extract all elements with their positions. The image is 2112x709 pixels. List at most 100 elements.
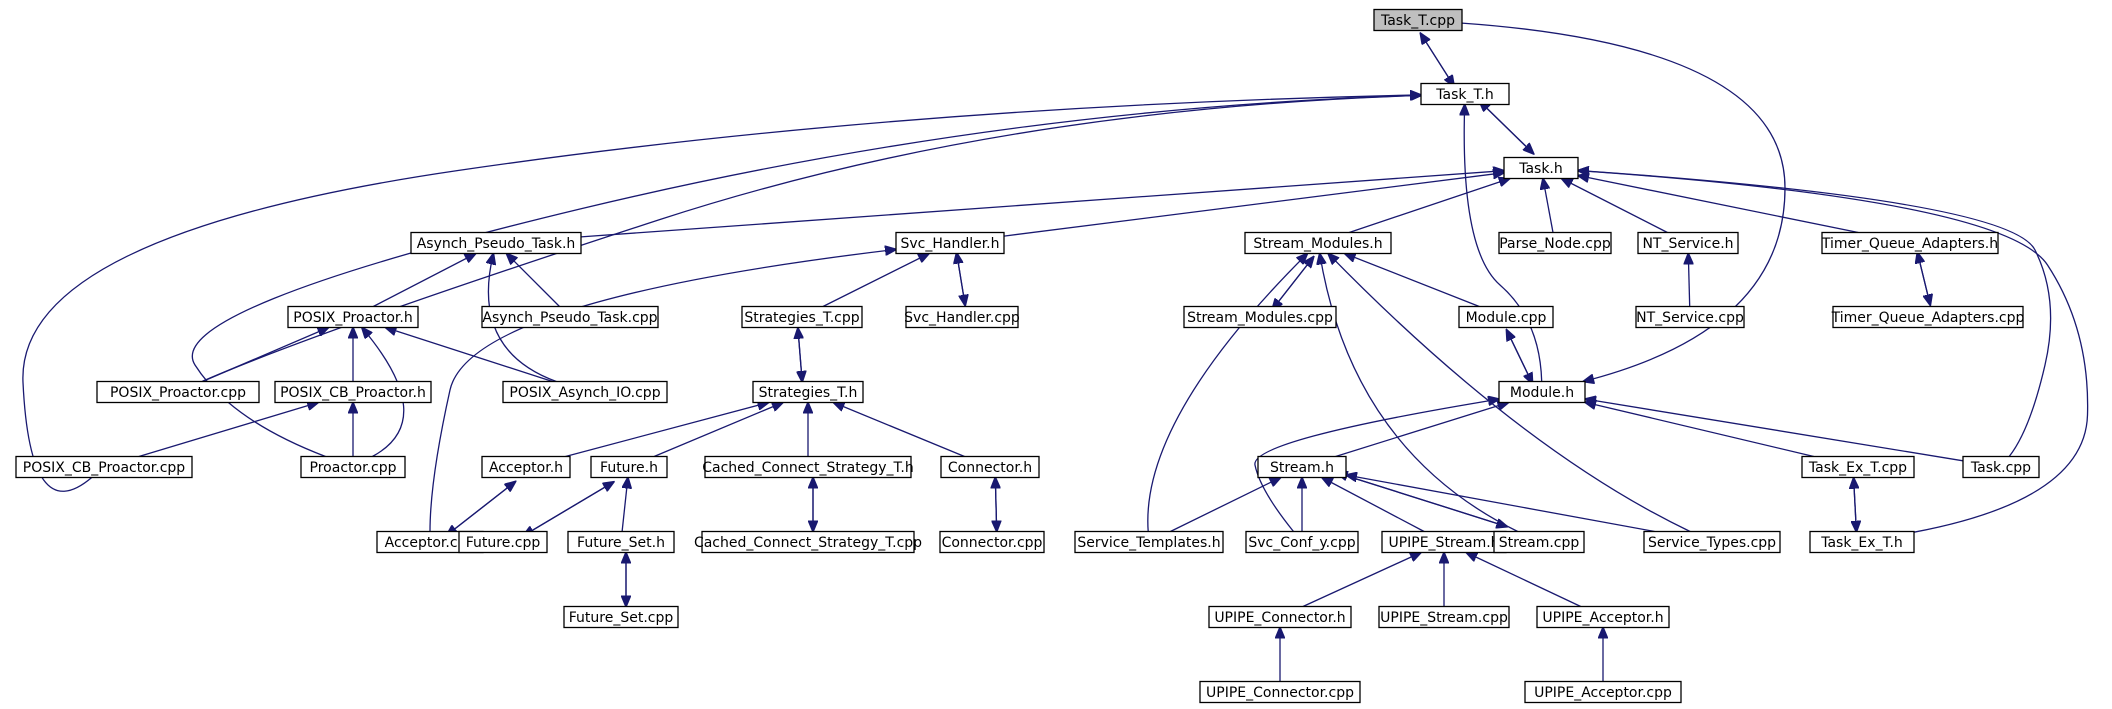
node-stream_cpp[interactable]: Stream.cpp bbox=[1493, 530, 1585, 554]
node-service_templates_h[interactable]: Service_Templates.h bbox=[1074, 530, 1224, 554]
edge-timer_queue_adapters_h-to-task_h bbox=[1578, 176, 1859, 234]
node-upipe_stream_h[interactable]: UPIPE_Stream.h bbox=[1381, 530, 1507, 554]
node-label: Cached_Connect_Strategy_T.h bbox=[702, 460, 914, 476]
node-svc_conf_y_cpp[interactable]: Svc_Conf_y.cpp bbox=[1245, 530, 1359, 554]
node-label: Module.h bbox=[1510, 385, 1574, 401]
node-label: Stream.h bbox=[1270, 460, 1334, 476]
node-asynch_pseudo_task_cpp[interactable]: Asynch_Pseudo_Task.cpp bbox=[481, 305, 659, 329]
node-timer_queue_adapters_cpp[interactable]: Timer_Queue_Adapters.cpp bbox=[1831, 305, 2025, 329]
node-box bbox=[1074, 530, 1224, 554]
node-task_ex_t_cpp[interactable]: Task_Ex_T.cpp bbox=[1801, 455, 1915, 479]
node-connector_h[interactable]: Connector.h bbox=[940, 455, 1040, 479]
node-posix_proactor_cpp[interactable]: POSIX_Proactor.cpp bbox=[96, 380, 260, 404]
edge-upipe_connector_h-to-upipe_stream_h bbox=[1302, 553, 1421, 608]
node-upipe_connector_h[interactable]: UPIPE_Connector.h bbox=[1208, 605, 1352, 629]
node-label: NT_Service.h bbox=[1642, 236, 1733, 252]
node-box bbox=[1257, 455, 1347, 479]
node-proactor_cpp[interactable]: Proactor.cpp bbox=[300, 455, 406, 479]
node-label: Stream_Modules.h bbox=[1253, 236, 1382, 252]
node-stream_modules_h[interactable]: Stream_Modules.h bbox=[1244, 231, 1392, 255]
node-box bbox=[1498, 231, 1612, 255]
node-acceptor_h[interactable]: Acceptor.h bbox=[481, 455, 571, 479]
node-asynch_pseudo_task_h[interactable]: Asynch_Pseudo_Task.h bbox=[410, 231, 582, 255]
node-acceptor_cpp[interactable]: Acceptor.cpp bbox=[376, 530, 484, 554]
node-task_cpp[interactable]: Task.cpp bbox=[1962, 455, 2040, 479]
node-stream_h[interactable]: Stream.h bbox=[1257, 455, 1347, 479]
edge-posix_proactor_cpp-to-task_t_h bbox=[201, 95, 1421, 383]
edges-layer bbox=[22, 22, 2089, 682]
node-box bbox=[563, 605, 679, 629]
edge-posix_cb_proactor_cpp-to-task_t_h bbox=[22, 95, 1421, 492]
node-service_types_cpp[interactable]: Service_Types.cpp bbox=[1643, 530, 1781, 554]
edge-svc_handler_h-to-task_h bbox=[1003, 173, 1504, 237]
node-label: UPIPE_Stream.cpp bbox=[1380, 610, 1508, 626]
edge-upipe_stream_h-to-stream_h bbox=[1322, 478, 1425, 533]
node-box bbox=[1809, 530, 1915, 554]
node-parse_node_cpp[interactable]: Parse_Node.cpp bbox=[1498, 231, 1612, 255]
node-svc_handler_cpp[interactable]: Svc_Handler.cpp bbox=[904, 305, 1020, 329]
node-upipe_connector_cpp[interactable]: UPIPE_Connector.cpp bbox=[1199, 680, 1361, 704]
node-box bbox=[704, 455, 912, 479]
node-nt_service_h[interactable]: NT_Service.h bbox=[1637, 231, 1739, 255]
node-box bbox=[1498, 380, 1586, 404]
node-task_t_cpp[interactable]: Task_T.cpp bbox=[1373, 8, 1463, 32]
node-box bbox=[300, 455, 406, 479]
node-box bbox=[701, 530, 915, 554]
edge-module_cpp-to-stream_modules_h bbox=[1345, 254, 1480, 308]
node-connector_cpp[interactable]: Connector.cpp bbox=[939, 530, 1045, 554]
node-label: Acceptor.cpp bbox=[385, 535, 476, 551]
node-upipe_stream_cpp[interactable]: UPIPE_Stream.cpp bbox=[1378, 605, 1510, 629]
edge-connector_h-to-connector_cpp bbox=[995, 477, 996, 531]
node-posix_proactor_h[interactable]: POSIX_Proactor.h bbox=[287, 305, 419, 329]
node-posix_cb_proactor_h[interactable]: POSIX_CB_Proactor.h bbox=[274, 380, 432, 404]
node-label: Strategies_T.cpp bbox=[744, 310, 859, 326]
edge-future_h-to-future_cpp bbox=[523, 481, 615, 536]
node-future_set_h[interactable]: Future_Set.h bbox=[567, 530, 675, 554]
edge-task_ex_t_cpp-to-task_ex_t_h bbox=[1854, 477, 1857, 532]
edge-stream_cpp-to-stream_modules_h bbox=[1320, 254, 1518, 533]
node-task_t_h[interactable]: Task_T.h bbox=[1420, 82, 1510, 106]
node-upipe_acceptor_cpp[interactable]: UPIPE_Acceptor.cpp bbox=[1524, 680, 1682, 704]
node-box bbox=[1643, 530, 1781, 554]
node-cached_connect_strategy_t_h[interactable]: Cached_Connect_Strategy_T.h bbox=[702, 455, 914, 479]
node-label: UPIPE_Acceptor.cpp bbox=[1534, 685, 1672, 701]
edge-svc_handler_h-to-svc_handler_cpp bbox=[955, 252, 966, 306]
node-posix_asynch_io_cpp[interactable]: POSIX_Asynch_IO.cpp bbox=[502, 380, 668, 404]
node-cached_connect_strategy_t_cpp[interactable]: Cached_Connect_Strategy_T.cpp bbox=[694, 530, 922, 554]
node-posix_cb_proactor_cpp[interactable]: POSIX_CB_Proactor.cpp bbox=[15, 455, 193, 479]
node-future_cpp[interactable]: Future.cpp bbox=[458, 530, 548, 554]
edge-timer_queue_adapters_h-to-timer_queue_adapters_cpp bbox=[1916, 252, 1930, 305]
node-strategies_t_cpp[interactable]: Strategies_T.cpp bbox=[741, 305, 863, 329]
node-box bbox=[1832, 305, 2024, 329]
node-box bbox=[940, 455, 1040, 479]
edge-stream_h-to-module_h bbox=[1335, 403, 1509, 458]
edge-service_types_cpp-to-stream_modules_h bbox=[1328, 254, 1691, 533]
node-future_h[interactable]: Future.h bbox=[590, 455, 668, 479]
node-upipe_acceptor_h[interactable]: UPIPE_Acceptor.h bbox=[1536, 605, 1670, 629]
node-task_ex_t_h[interactable]: Task_Ex_T.h bbox=[1809, 530, 1915, 554]
node-box bbox=[458, 530, 548, 554]
node-stream_modules_cpp[interactable]: Stream_Modules.cpp bbox=[1183, 305, 1337, 329]
edge-future_set_h-to-future_h bbox=[621, 478, 628, 532]
node-box bbox=[1536, 605, 1670, 629]
node-box bbox=[274, 380, 432, 404]
node-box bbox=[1183, 305, 1337, 329]
node-task_h[interactable]: Task.h bbox=[1503, 156, 1579, 180]
edge-service_types_cpp-to-stream_h bbox=[1346, 475, 1655, 533]
node-box bbox=[1378, 605, 1510, 629]
node-module_h[interactable]: Module.h bbox=[1498, 380, 1586, 404]
node-module_cpp[interactable]: Module.cpp bbox=[1458, 305, 1554, 329]
node-label: Svc_Conf_y.cpp bbox=[1248, 535, 1355, 551]
node-box bbox=[939, 530, 1045, 554]
node-box bbox=[1635, 305, 1745, 329]
node-strategies_t_h[interactable]: Strategies_T.h bbox=[752, 380, 864, 404]
node-box bbox=[895, 231, 1005, 255]
node-label: Task_T.h bbox=[1435, 87, 1493, 103]
node-timer_queue_adapters_h[interactable]: Timer_Queue_Adapters.h bbox=[1821, 231, 1999, 255]
node-label: POSIX_Proactor.cpp bbox=[110, 385, 246, 401]
node-label: POSIX_Proactor.h bbox=[293, 310, 412, 326]
node-future_set_cpp[interactable]: Future_Set.cpp bbox=[563, 605, 679, 629]
node-nt_service_cpp[interactable]: NT_Service.cpp bbox=[1635, 305, 1745, 329]
node-svc_handler_h[interactable]: Svc_Handler.h bbox=[895, 231, 1005, 255]
